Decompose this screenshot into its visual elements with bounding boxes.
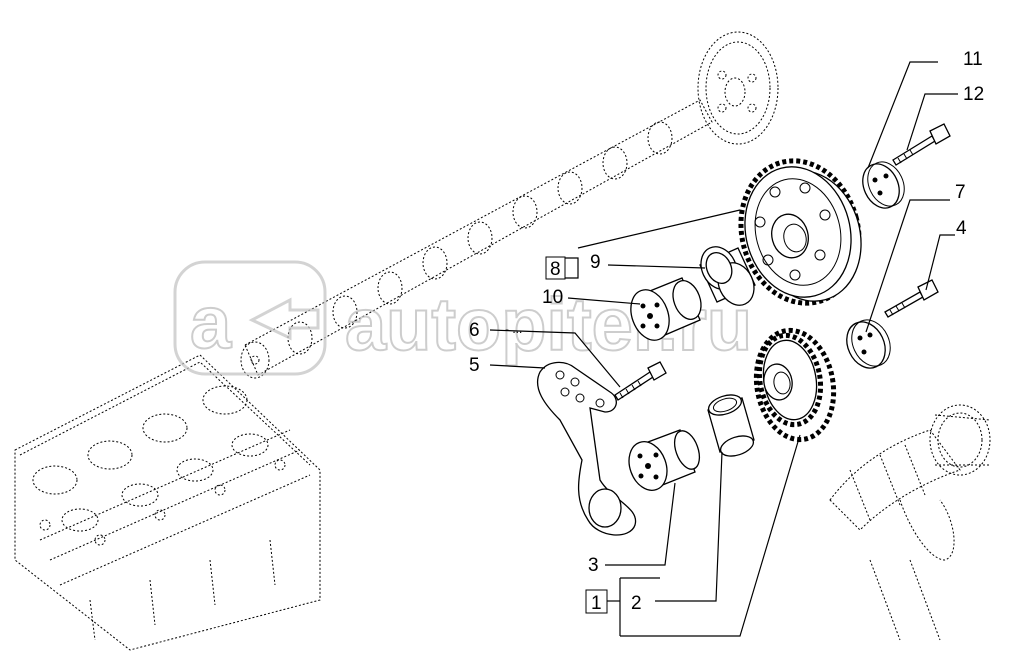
idler-gear-1 bbox=[753, 327, 837, 443]
callout-3: 3 bbox=[588, 555, 599, 576]
bushing-9 bbox=[699, 246, 756, 306]
leader-lines bbox=[489, 61, 958, 637]
callout-1: 1 bbox=[591, 593, 602, 614]
bushing-2 bbox=[707, 394, 755, 457]
callout-1-box bbox=[585, 589, 608, 614]
hub-10 bbox=[630, 277, 702, 341]
camshaft-outline bbox=[240, 31, 779, 379]
callout-8: 8 bbox=[550, 259, 561, 280]
callout-12: 12 bbox=[963, 84, 984, 105]
hub-3 bbox=[628, 429, 701, 491]
callout-10: 10 bbox=[542, 287, 563, 308]
bolt-6 bbox=[614, 361, 667, 401]
washer-7 bbox=[846, 319, 891, 369]
callout-11: 11 bbox=[963, 49, 983, 70]
callout-4: 4 bbox=[956, 218, 967, 239]
callout-6: 6 bbox=[469, 320, 480, 341]
bolt-4 bbox=[884, 279, 939, 318]
callout-8-box bbox=[545, 256, 566, 280]
callout-7: 7 bbox=[955, 182, 966, 203]
idler-gear-8 bbox=[738, 158, 862, 306]
svg-text:a: a bbox=[190, 281, 232, 364]
callouts: 1 2 3 4 5 6 - ... 7 8 9 10 11 12 bbox=[469, 49, 984, 614]
callout-9: 9 bbox=[590, 252, 601, 273]
bracket-5 bbox=[536, 361, 637, 536]
engine-block-outline bbox=[14, 354, 321, 651]
callout-6-note: - ... bbox=[505, 322, 522, 336]
callout-2: 2 bbox=[631, 593, 642, 614]
washer-11 bbox=[862, 161, 905, 209]
crankshaft-outline bbox=[829, 404, 991, 641]
bolt-12 bbox=[892, 123, 951, 166]
callout-5: 5 bbox=[469, 355, 480, 376]
